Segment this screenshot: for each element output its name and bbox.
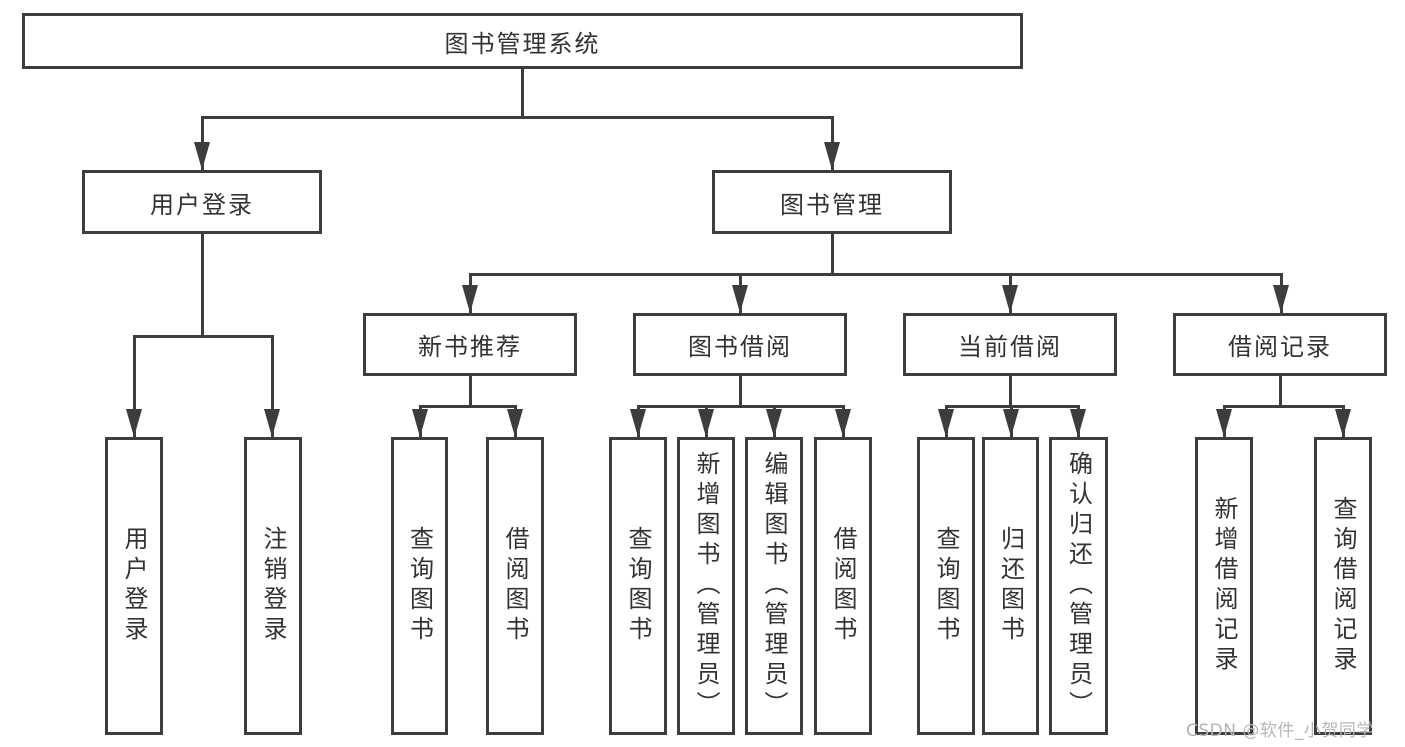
arrow-down-icon	[1335, 409, 1351, 437]
node-query-borrow-record: 查询借阅记录	[1314, 437, 1372, 735]
node-label-current-borrow: 当前借阅	[958, 333, 1062, 361]
node-book-borrow: 图书借阅	[633, 313, 847, 376]
connector-line-vertical	[830, 234, 834, 274]
node-label-borrow-book-1: 借阅图书	[501, 526, 529, 646]
node-book-management: 图书管理	[712, 170, 952, 234]
connector-line-horizontal	[418, 404, 517, 408]
node-login-group: 用户登录	[82, 170, 322, 234]
node-query-book-1: 查询图书	[391, 437, 448, 735]
node-label-user-login: 用户登录	[120, 526, 148, 646]
node-label-borrow-record: 借阅记录	[1228, 333, 1332, 361]
arrow-down-icon	[698, 409, 714, 437]
node-edit-book: 编辑图书（管理员）	[745, 437, 803, 735]
node-query-book-2: 查询图书	[609, 437, 667, 735]
node-label-logout-login: 注销登录	[259, 526, 287, 646]
node-query-book-3: 查询图书	[917, 437, 975, 735]
connector-line-vertical	[520, 69, 524, 117]
node-current-borrow: 当前借阅	[903, 313, 1117, 376]
node-borrow-record: 借阅记录	[1173, 313, 1387, 376]
arrow-down-icon	[766, 409, 782, 437]
node-label-edit-book: 编辑图书（管理员）	[760, 451, 788, 721]
arrow-down-icon	[1070, 409, 1086, 437]
node-label-borrow-book-2: 借阅图书	[829, 526, 857, 646]
node-logout-login: 注销登录	[244, 437, 302, 735]
node-label-book-borrow: 图书借阅	[688, 333, 792, 361]
csdn-watermark: CSDN @软件_小贺同学	[1186, 721, 1374, 741]
node-label-query-book-3: 查询图书	[932, 526, 960, 646]
arrow-down-icon	[1273, 285, 1289, 313]
connector-line-vertical	[270, 336, 274, 437]
node-label-query-borrow-record: 查询借阅记录	[1329, 496, 1357, 676]
node-label-query-book-2: 查询图书	[624, 526, 652, 646]
node-new-book-recommend: 新书推荐	[363, 313, 577, 376]
connector-line-vertical	[132, 336, 136, 437]
node-label-new-book-recommend: 新书推荐	[418, 333, 522, 361]
node-return-book: 归还图书	[982, 437, 1039, 735]
arrow-down-icon	[835, 409, 851, 437]
node-label-confirm-return: 确认归还（管理员）	[1064, 451, 1093, 721]
node-label-add-borrow-record: 新增借阅记录	[1210, 496, 1238, 676]
node-label-login-group: 用户登录	[150, 190, 254, 219]
node-add-book: 新增图书（管理员）	[677, 437, 735, 735]
arrow-down-icon	[630, 409, 646, 437]
connector-line-vertical	[1008, 376, 1012, 406]
node-user-login: 用户登录	[105, 437, 163, 735]
connector-line-vertical	[200, 234, 204, 336]
node-borrow-book-2: 借阅图书	[814, 437, 872, 735]
arrow-down-icon	[1216, 409, 1232, 437]
connector-line-horizontal	[200, 115, 834, 119]
arrow-down-icon	[194, 142, 210, 170]
node-root: 图书管理系统	[22, 13, 1023, 69]
arrow-down-icon	[264, 409, 280, 437]
arrow-down-icon	[507, 409, 523, 437]
node-label-query-book-1: 查询图书	[405, 526, 434, 646]
arrow-down-icon	[126, 409, 142, 437]
node-borrow-book-1: 借阅图书	[486, 437, 544, 735]
node-label-root: 图书管理系统	[444, 29, 601, 58]
arrow-down-icon	[462, 285, 478, 313]
node-label-book-management: 图书管理	[780, 190, 884, 219]
arrow-down-icon	[1003, 409, 1019, 437]
connector-line-horizontal	[132, 334, 274, 338]
arrow-down-icon	[732, 285, 748, 313]
connector-line-vertical	[468, 376, 472, 406]
arrow-down-icon	[938, 409, 954, 437]
connector-line-vertical	[1278, 376, 1282, 406]
node-add-borrow-record: 新增借阅记录	[1195, 437, 1253, 735]
node-label-return-book: 归还图书	[996, 526, 1025, 646]
node-confirm-return: 确认归还（管理员）	[1049, 437, 1108, 735]
connector-line-horizontal	[1222, 404, 1345, 408]
connector-line-horizontal	[468, 272, 1283, 276]
arrow-down-icon	[824, 142, 840, 170]
connector-line-horizontal	[636, 404, 845, 408]
arrow-down-icon	[1002, 285, 1018, 313]
connector-line-vertical	[738, 376, 742, 406]
arrow-down-icon	[412, 409, 428, 437]
node-label-add-book: 新增图书（管理员）	[692, 451, 720, 721]
